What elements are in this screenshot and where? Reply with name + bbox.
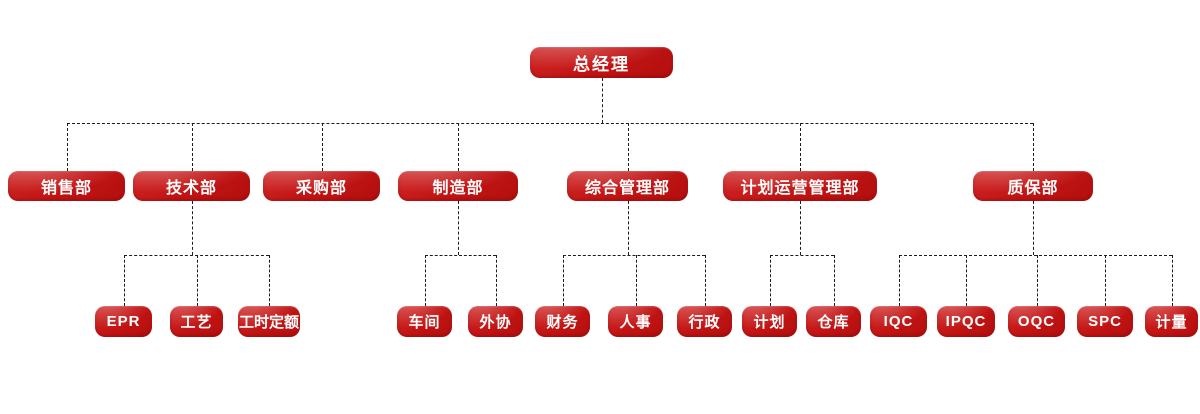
connector-child-drop-cangku bbox=[833, 255, 835, 306]
connector-parent-drop-admin bbox=[627, 201, 629, 255]
connector-child-drop-caiwu bbox=[562, 255, 564, 306]
org-node-xingzheng: 行政 bbox=[677, 306, 732, 337]
org-node-chejian: 车间 bbox=[397, 306, 452, 337]
org-node-mfg: 制造部 bbox=[398, 171, 518, 201]
connector-child-drop-chejian bbox=[424, 255, 426, 306]
connector-child-drop-iqc bbox=[898, 255, 900, 306]
org-node-epr: EPR bbox=[95, 306, 152, 337]
connector-bus-planops bbox=[769, 255, 834, 256]
org-node-oqc: OQC bbox=[1008, 306, 1065, 337]
connector-parent-drop-tech bbox=[191, 201, 193, 255]
connector-parent-drop-mfg bbox=[458, 201, 459, 255]
org-node-jiliang: 计量 bbox=[1145, 306, 1198, 337]
connector-child-drop-purchase bbox=[321, 123, 323, 171]
org-node-iqc: IQC bbox=[870, 306, 927, 337]
connector-child-drop-jihua bbox=[769, 255, 771, 306]
org-node-caiwu: 财务 bbox=[535, 306, 590, 337]
org-node-tech: 技术部 bbox=[133, 171, 250, 201]
connector-child-drop-spc bbox=[1105, 255, 1106, 306]
connector-child-drop-waixie bbox=[495, 255, 497, 306]
connector-child-drop-renshi bbox=[635, 255, 637, 306]
connector-child-drop-planops bbox=[800, 123, 801, 171]
org-node-ipqc: IPQC bbox=[937, 306, 995, 337]
org-node-gm: 总经理 bbox=[530, 47, 673, 78]
connector-parent-drop-planops bbox=[800, 201, 801, 255]
org-node-renshi: 人事 bbox=[608, 306, 663, 337]
connector-bus-qa bbox=[898, 255, 1172, 256]
connector-bus-admin bbox=[562, 255, 705, 256]
connector-child-drop-gongyi bbox=[196, 255, 198, 306]
connector-parent-drop-qa bbox=[1033, 201, 1034, 255]
connector-bus-mfg bbox=[424, 255, 496, 256]
connector-child-drop-gongshi bbox=[269, 255, 270, 306]
org-node-sales: 销售部 bbox=[8, 171, 125, 201]
connector-child-drop-oqc bbox=[1036, 255, 1038, 306]
connector-child-drop-epr bbox=[123, 255, 125, 306]
org-node-qa: 质保部 bbox=[973, 171, 1093, 201]
connector-bus-tech bbox=[123, 255, 269, 256]
org-node-gongshi: 工时定额 bbox=[238, 306, 300, 337]
connector-child-drop-xingzheng bbox=[704, 255, 706, 306]
connector-child-drop-jiliang bbox=[1171, 255, 1173, 306]
connector-child-drop-mfg bbox=[458, 123, 459, 171]
connector-child-drop-ipqc bbox=[966, 255, 967, 306]
org-node-purchase: 采购部 bbox=[263, 171, 380, 201]
connector-child-drop-sales bbox=[66, 123, 68, 171]
org-node-spc: SPC bbox=[1077, 306, 1133, 337]
org-node-cangku: 仓库 bbox=[806, 306, 861, 337]
connector-child-drop-tech bbox=[191, 123, 193, 171]
org-node-gongyi: 工艺 bbox=[170, 306, 223, 337]
connector-bus-gm bbox=[66, 123, 1033, 124]
connector-parent-drop-gm bbox=[601, 78, 603, 123]
org-node-jihua: 计划 bbox=[742, 306, 797, 337]
org-node-admin: 综合管理部 bbox=[567, 171, 688, 201]
connector-child-drop-qa bbox=[1033, 123, 1034, 171]
org-node-waixie: 外协 bbox=[468, 306, 523, 337]
org-node-planops: 计划运营管理部 bbox=[723, 171, 877, 201]
connector-child-drop-admin bbox=[627, 123, 629, 171]
